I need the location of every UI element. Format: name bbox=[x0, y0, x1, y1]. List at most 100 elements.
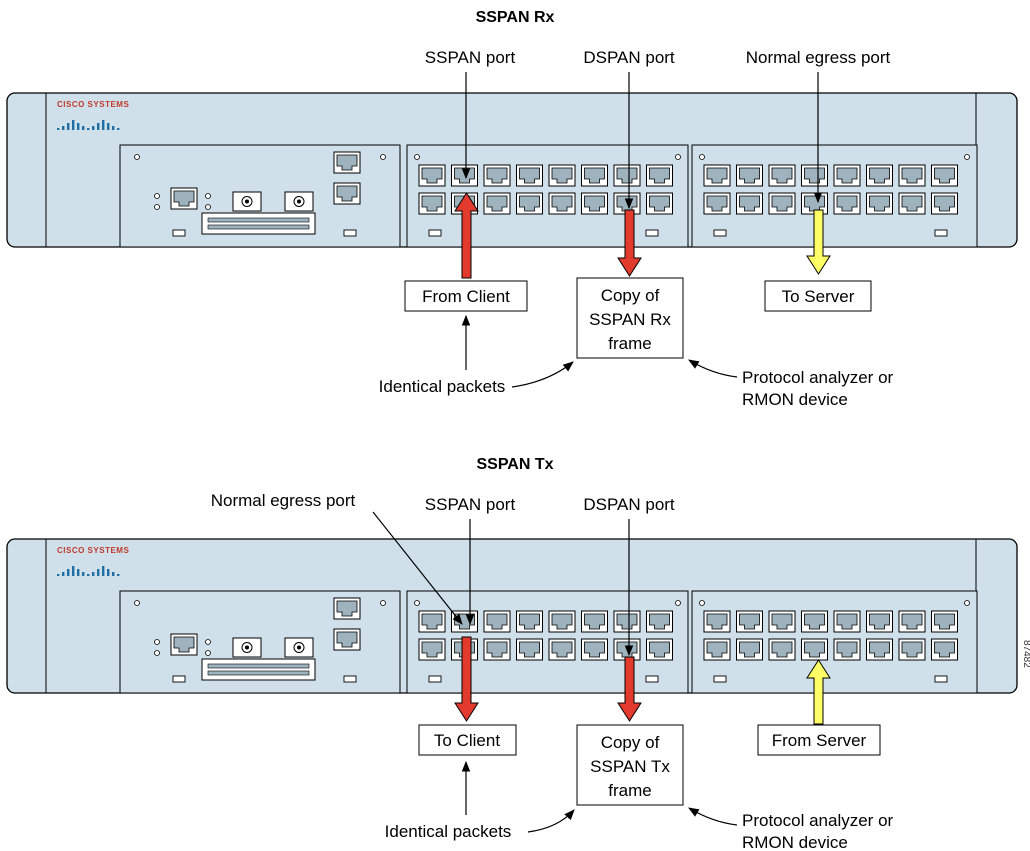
ethernet-port bbox=[898, 164, 926, 187]
ethernet-port bbox=[418, 610, 446, 633]
cisco-logo: CISCO SYSTEMS bbox=[57, 546, 129, 576]
rx-identical-arrow-2 bbox=[511, 361, 574, 388]
status-led bbox=[205, 650, 211, 656]
rx-copy-box bbox=[576, 277, 684, 359]
indicator-slot bbox=[713, 675, 727, 683]
logo-bar bbox=[112, 572, 115, 576]
tx-identical-arrow-2 bbox=[527, 809, 575, 833]
tx-dspan-arrow-down bbox=[617, 656, 642, 722]
rx-copy-line2: SSPAN Rx bbox=[589, 310, 671, 329]
ethernet-port bbox=[866, 192, 893, 215]
ethernet-port bbox=[646, 192, 673, 215]
ethernet-port bbox=[736, 610, 763, 633]
ethernet-port bbox=[898, 638, 926, 661]
ethernet-port bbox=[931, 638, 958, 661]
ethernet-port bbox=[451, 610, 478, 633]
ethernet-port bbox=[581, 192, 608, 215]
logo-bar bbox=[107, 569, 110, 576]
rx-analyzer-line1: Protocol analyzer or bbox=[742, 368, 894, 387]
ethernet-port bbox=[418, 192, 446, 215]
logo-bar bbox=[102, 566, 105, 576]
tx-section: SSPAN Tx CISCO SYSTEMS Normal egress por… bbox=[6, 456, 1018, 851]
logo-bar bbox=[82, 126, 85, 130]
ethernet-port bbox=[418, 164, 446, 187]
status-led bbox=[205, 193, 211, 199]
rx-client-arrow-up bbox=[454, 192, 479, 279]
rx-dspan-port-label: DSPAN port bbox=[583, 48, 675, 67]
indicator-slot bbox=[343, 229, 357, 237]
ethernet-port bbox=[170, 187, 198, 210]
tx-dspan-port-label: DSPAN port bbox=[583, 495, 675, 514]
logo-bar bbox=[82, 572, 85, 576]
ethernet-port bbox=[581, 610, 608, 633]
ethernet-port bbox=[931, 164, 958, 187]
indicator-slot bbox=[934, 675, 948, 683]
tx-sspan-port-label: SSPAN port bbox=[425, 495, 516, 514]
tx-client-arrow-down bbox=[454, 636, 479, 722]
rx-server-box bbox=[764, 280, 872, 312]
cisco-wordmark: CISCO SYSTEMS bbox=[57, 100, 129, 109]
ethernet-port bbox=[866, 638, 893, 661]
tx-copy-box bbox=[576, 724, 684, 806]
logo-bar bbox=[57, 128, 60, 130]
tx-normal-egress-port-label: Normal egress port bbox=[211, 491, 356, 510]
ethernet-port bbox=[548, 638, 576, 661]
ethernet-port bbox=[801, 164, 828, 187]
logo-bar bbox=[97, 123, 100, 130]
ethernet-port bbox=[801, 610, 828, 633]
indicator-slot bbox=[428, 675, 442, 683]
tx-server-arrow-up bbox=[806, 659, 831, 725]
logo-bar bbox=[77, 569, 80, 576]
tx-identical-packets-label: Identical packets bbox=[385, 822, 512, 841]
indicator-slot bbox=[934, 229, 948, 237]
ethernet-port bbox=[898, 192, 926, 215]
indicator-slot bbox=[713, 229, 727, 237]
ethernet-port bbox=[170, 633, 198, 656]
ethernet-port bbox=[451, 164, 478, 187]
status-led bbox=[205, 204, 211, 210]
logo-bar bbox=[107, 123, 110, 130]
status-led bbox=[964, 600, 970, 606]
ethernet-port bbox=[833, 164, 861, 187]
logo-bar bbox=[92, 572, 95, 576]
ethernet-port bbox=[833, 192, 861, 215]
ethernet-port bbox=[768, 192, 796, 215]
logo-bar bbox=[117, 574, 120, 576]
rx-copy-line3: frame bbox=[608, 334, 651, 353]
ethernet-port bbox=[418, 638, 446, 661]
ethernet-port bbox=[516, 164, 543, 187]
ethernet-port bbox=[333, 597, 361, 620]
ethernet-port bbox=[646, 164, 673, 187]
ethernet-port bbox=[548, 610, 576, 633]
ethernet-port bbox=[483, 192, 511, 215]
status-led bbox=[414, 600, 420, 606]
status-led bbox=[154, 639, 160, 645]
ethernet-port bbox=[483, 164, 511, 187]
status-led bbox=[154, 650, 160, 656]
rx-client-box bbox=[404, 280, 528, 312]
ethernet-port bbox=[516, 610, 543, 633]
ethernet-port bbox=[833, 638, 861, 661]
tx-analyzer-arrow bbox=[688, 807, 738, 826]
ethernet-port bbox=[703, 164, 731, 187]
tx-switch-chassis: CISCO SYSTEMS bbox=[6, 538, 1018, 694]
logo-bar bbox=[102, 120, 105, 130]
rx-copy-line1: Copy of bbox=[601, 286, 660, 305]
ethernet-port bbox=[613, 164, 641, 187]
logo-bar bbox=[77, 123, 80, 130]
cisco-wordmark: CISCO SYSTEMS bbox=[57, 546, 129, 555]
ethernet-port bbox=[768, 638, 796, 661]
status-led bbox=[675, 154, 681, 160]
rx-dspan-arrow-down bbox=[617, 209, 642, 277]
tx-copy-line3: frame bbox=[608, 781, 651, 800]
ethernet-port bbox=[516, 192, 543, 215]
ethernet-port bbox=[931, 192, 958, 215]
ethernet-port bbox=[646, 610, 673, 633]
compact-flash-slot bbox=[201, 658, 316, 681]
rx-analyzer-arrow bbox=[688, 359, 738, 378]
status-led bbox=[380, 154, 386, 160]
ethernet-port bbox=[768, 164, 796, 187]
status-led bbox=[380, 600, 386, 606]
ethernet-port bbox=[646, 638, 673, 661]
